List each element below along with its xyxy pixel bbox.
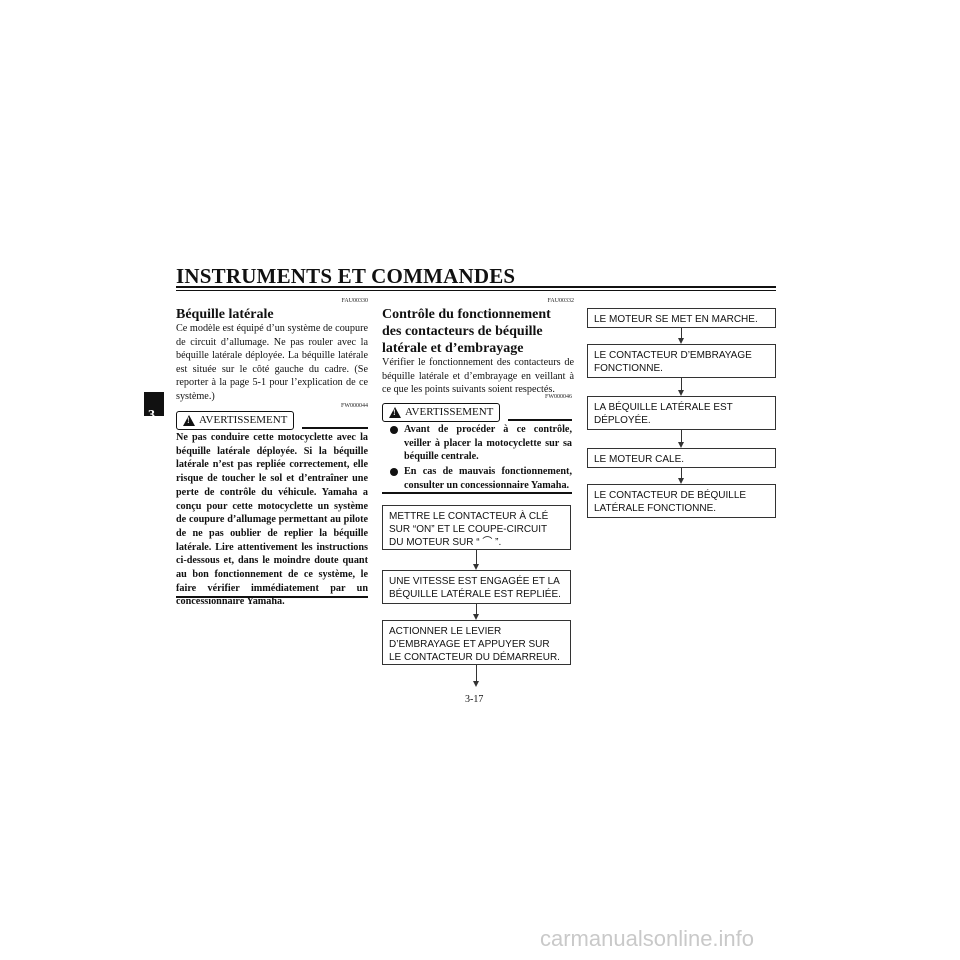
warning-triangle-icon: !: [389, 407, 401, 418]
header-rule-thin: [176, 290, 776, 291]
flow-step-box: LE CONTACTEUR DE BÉQUILLE LATÉRALE FONCT…: [587, 484, 776, 518]
arrow-down-icon: [473, 681, 479, 687]
arrow-down-icon: [678, 338, 684, 344]
flow-step-box: LA BÉQUILLE LATÉRALE EST DÉPLOYÉE.: [587, 396, 776, 430]
arrow-down-icon: [678, 390, 684, 396]
section-body: Vérifier le fonctionnement des contacteu…: [382, 357, 574, 396]
warning-item-text: Avant de procéder à ce contrôle, veiller…: [404, 424, 572, 463]
section-body: Ce modèle est équipé d’un système de cou…: [176, 323, 368, 402]
chapter-number: 3: [148, 408, 155, 423]
warning-label: AVERTISSEMENT: [405, 406, 494, 418]
bullet-icon: [390, 426, 398, 434]
section-heading: Contrôle du fonctionnement des contacteu…: [382, 307, 551, 356]
flow-connector: [681, 378, 682, 390]
warning-list-item: Avant de procéder à ce contrôle, veiller…: [390, 423, 572, 464]
section-code: FAU00332: [547, 298, 574, 304]
warning-code: FW000044: [341, 403, 368, 409]
warning-list-item: En cas de mauvais fonctionnement, consul…: [390, 465, 572, 492]
flow-step-box: UNE VITESSE EST ENGAGÉE ET LA BÉQUILLE L…: [382, 570, 571, 604]
warning-badge: ! AVERTISSEMENT: [176, 411, 295, 430]
warning-text: Ne pas conduire cette motocyclette avec …: [176, 432, 368, 608]
warning-code: FW000046: [545, 394, 572, 400]
flow-connector: [476, 604, 477, 614]
warning-triangle-icon: !: [183, 415, 195, 426]
flow-step-box: ACTIONNER LE LEVIER D’EMBRAYAGE ET APPUY…: [382, 620, 571, 665]
section-heading: Béquille latérale: [176, 307, 274, 322]
flow-step-box: LE MOTEUR SE MET EN MARCHE.: [587, 308, 776, 328]
flow-connector: [681, 430, 682, 442]
page-number: 3-17: [465, 694, 484, 705]
flow-step-box: METTRE LE CONTACTEUR À CLÉ SUR “ON” ET L…: [382, 505, 571, 550]
warning-bottom-rule: [382, 492, 572, 494]
watermark-text: carmanualsonline.info: [540, 926, 755, 951]
arrow-down-icon: [678, 478, 684, 484]
arrow-down-icon: [678, 442, 684, 448]
flow-connector: [681, 468, 682, 478]
warning-item-text: En cas de mauvais fonctionnement, consul…: [404, 466, 572, 491]
arrow-down-icon: [473, 614, 479, 620]
warning-top-rule: [302, 427, 368, 429]
flow-step-box: LE MOTEUR CALE.: [587, 448, 776, 468]
flow-connector: [681, 328, 682, 338]
header-rule: [176, 286, 776, 288]
flow-step-box: LE CONTACTEUR D’EMBRAYAGE FONCTIONNE.: [587, 344, 776, 378]
page-header-title: INSTRUMENTS ET COMMANDES: [176, 264, 516, 288]
section-code: FAU00330: [341, 298, 368, 304]
bullet-icon: [390, 468, 398, 477]
chapter-tab: [144, 392, 164, 416]
flow-connector: [476, 550, 477, 564]
warning-top-rule: [508, 419, 572, 421]
warning-label: AVERTISSEMENT: [199, 414, 288, 426]
warning-badge: ! AVERTISSEMENT: [382, 403, 501, 422]
warning-list: Avant de procéder à ce contrôle, veiller…: [390, 423, 572, 493]
arrow-down-icon: [473, 564, 479, 570]
flow-connector: [476, 665, 477, 681]
warning-bottom-rule: [176, 596, 368, 598]
